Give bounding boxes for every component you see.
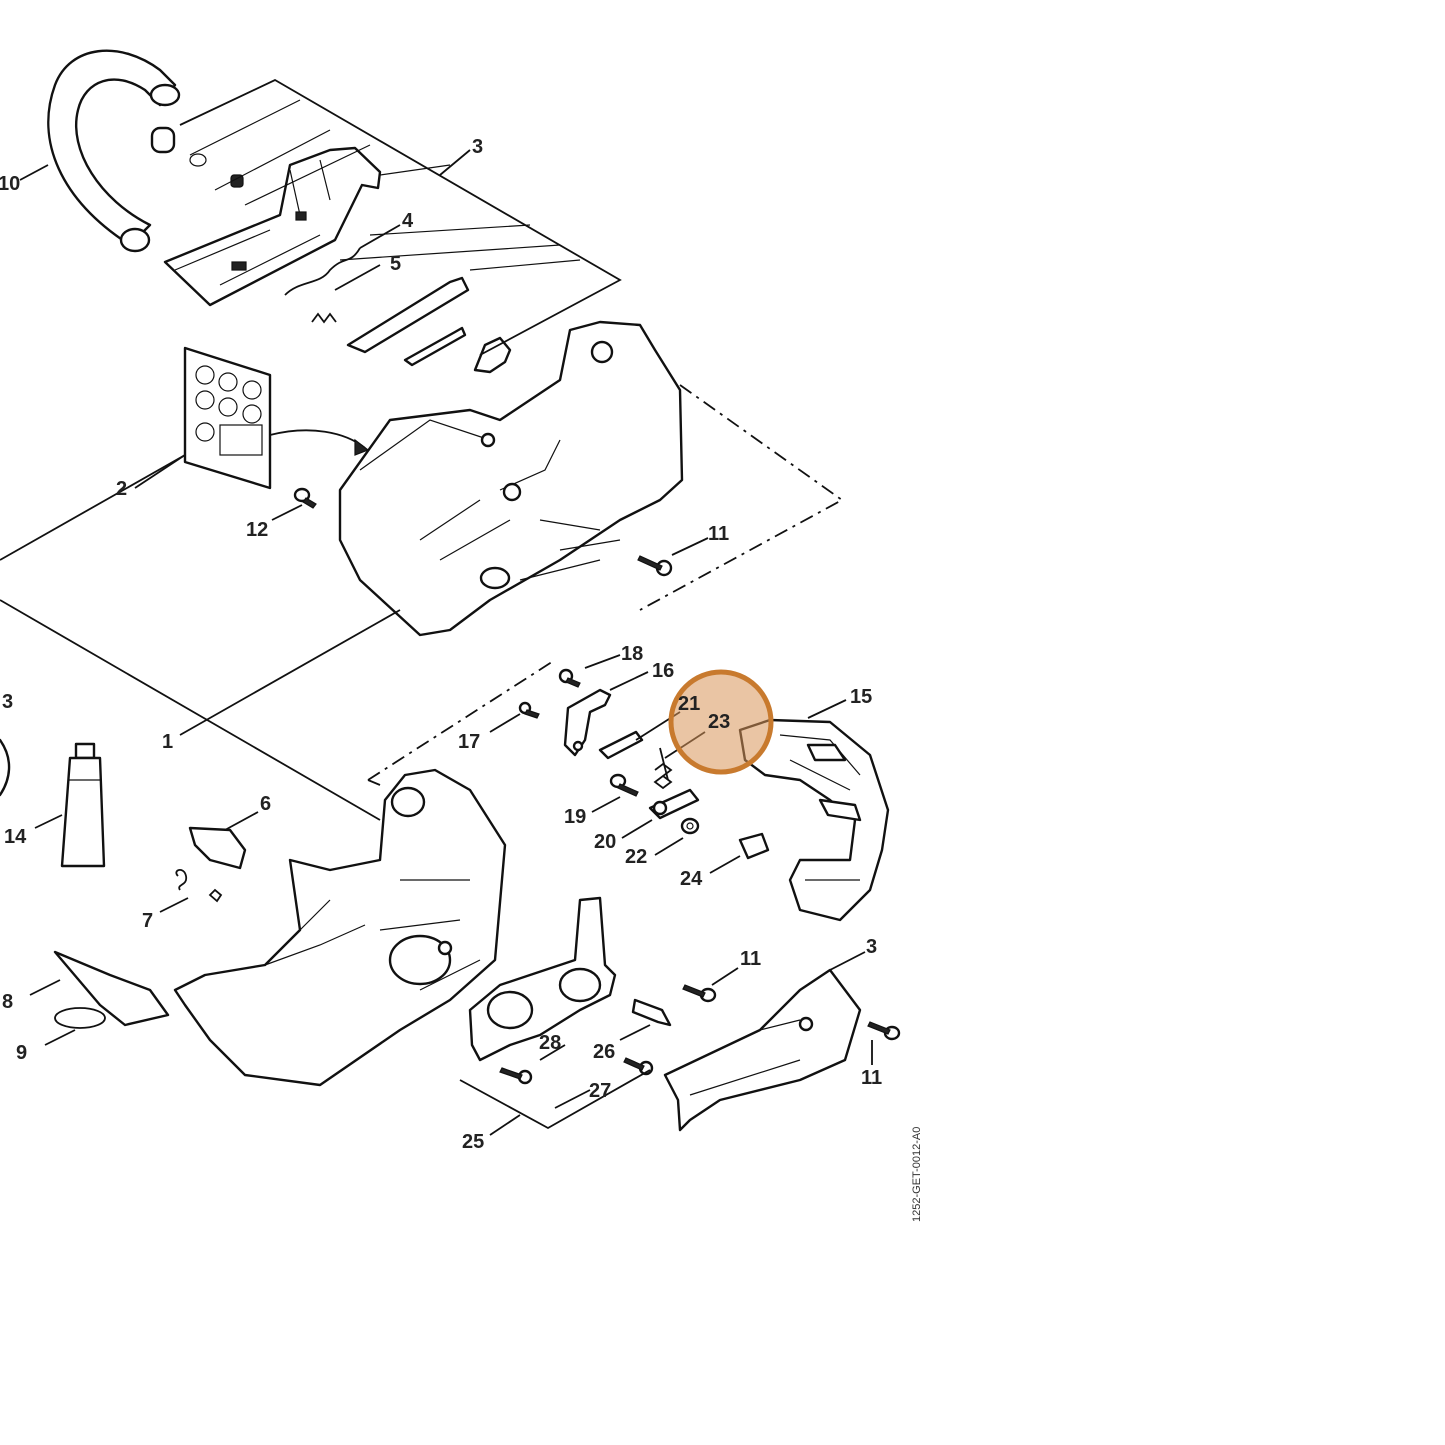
callout-3-left: 3: [2, 691, 13, 713]
pin-26[interactable]: [631, 998, 672, 1027]
callout-4: 4: [402, 210, 414, 232]
callout-3-top: 3: [472, 136, 483, 158]
callout-28: 28: [539, 1032, 561, 1054]
screw-12[interactable]: [293, 487, 317, 509]
spring-23[interactable]: [653, 747, 673, 790]
screw-18[interactable]: [558, 668, 581, 688]
handle-cover-part[interactable]: [163, 146, 382, 307]
callout-8: 8: [2, 991, 13, 1013]
callout-20: 20: [594, 831, 616, 853]
callout-11-bottom: 11: [861, 1067, 882, 1089]
drawing-code: 1252-GET-0012-A0: [911, 1127, 923, 1222]
hand-guard-part[interactable]: [738, 718, 890, 922]
upper-housing-part[interactable]: [338, 320, 684, 637]
callout-21: 21: [678, 693, 700, 715]
part-7[interactable]: [175, 869, 223, 903]
washer-22[interactable]: [680, 817, 700, 835]
part-16[interactable]: [563, 688, 612, 757]
callout-7: 7: [142, 910, 153, 932]
callout-19: 19: [564, 806, 586, 828]
screw-28[interactable]: [499, 1067, 533, 1085]
handlebar-part[interactable]: [47, 49, 244, 253]
screw-11-upper[interactable]: [637, 555, 673, 577]
callout-5: 5: [390, 253, 401, 275]
screw-27[interactable]: [623, 1057, 654, 1076]
callout-14: 14: [4, 826, 27, 848]
main-housing-part[interactable]: [173, 768, 507, 1087]
callout-2: 2: [116, 478, 127, 500]
callout-12: 12: [246, 519, 268, 541]
spring-parts[interactable]: [284, 247, 512, 374]
callout-1: 1: [162, 731, 173, 753]
dashed-bracket-mid: [367, 659, 556, 786]
screw-17[interactable]: [518, 701, 540, 719]
callout-17: 17: [458, 731, 480, 753]
part-6[interactable]: [188, 826, 247, 870]
switch-24[interactable]: [738, 832, 770, 860]
warning-label-part[interactable]: [183, 346, 370, 490]
screw-19[interactable]: [609, 773, 639, 797]
callout-labels: 10 3 4 5 2 12 11 1 3 14 18 16 17 21 23 1…: [0, 136, 882, 1153]
pin-21[interactable]: [598, 730, 644, 760]
lever-20[interactable]: [648, 788, 700, 820]
highlight-marker: [668, 669, 774, 775]
screw-11-lower-b[interactable]: [867, 1021, 901, 1041]
callout-9: 9: [16, 1042, 27, 1064]
callout-15: 15: [850, 686, 872, 708]
bracket-25: [459, 1069, 651, 1130]
grease-tube-part[interactable]: [0, 738, 106, 868]
dashed-bracket-upper: [639, 384, 844, 611]
callout-22: 22: [625, 846, 647, 868]
callout-11-upper: 11: [708, 523, 729, 545]
lower-cover-part[interactable]: [663, 968, 862, 1132]
callout-11-mid: 11: [740, 948, 761, 970]
callout-25: 25: [462, 1131, 484, 1153]
callout-26: 26: [593, 1041, 615, 1063]
callout-6: 6: [260, 793, 271, 815]
callout-18: 18: [621, 643, 643, 665]
callout-16: 16: [652, 660, 674, 682]
bracket-1: [0, 454, 401, 821]
cover-plate-part[interactable]: [468, 896, 617, 1062]
part-9[interactable]: [54, 1007, 106, 1029]
bracket-top: [179, 78, 622, 356]
callout-24: 24: [680, 868, 703, 890]
part-8[interactable]: [53, 950, 170, 1027]
screw-11-lower-a[interactable]: [682, 984, 717, 1003]
callout-10: 10: [0, 173, 20, 195]
callout-3-bottom: 3: [866, 936, 877, 958]
callout-23: 23: [708, 711, 730, 733]
callout-27: 27: [589, 1080, 611, 1102]
